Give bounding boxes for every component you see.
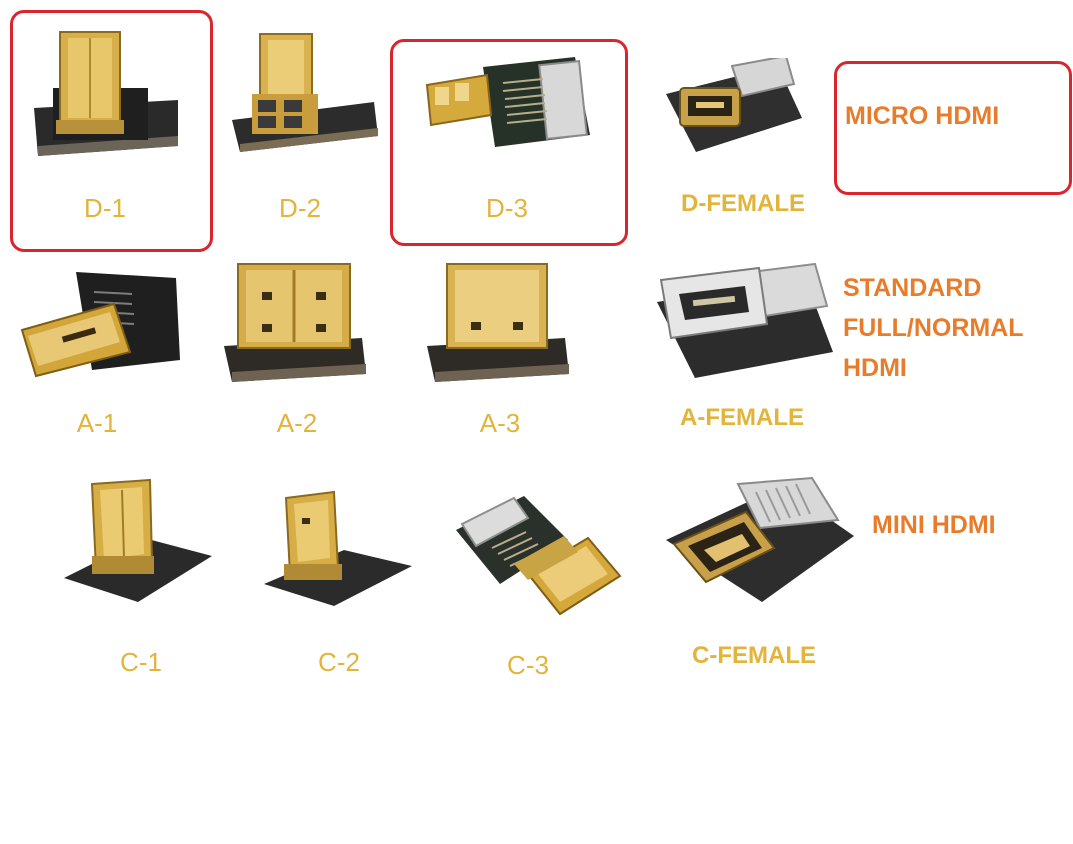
label-c2: C-2 <box>318 647 360 677</box>
label-a-female: A-FEMALE <box>680 404 804 431</box>
connector-c3 <box>448 488 623 618</box>
connector-c1 <box>62 478 217 603</box>
label-a3: A-3 <box>479 408 521 438</box>
highlight-box-d3 <box>390 39 628 246</box>
hdmi-straight-male-icon <box>20 272 180 378</box>
connector-a-female <box>655 262 835 382</box>
label-a2: A-2 <box>276 408 318 438</box>
label-a1: A-1 <box>76 408 118 438</box>
hdmi-vertical-male-icon <box>224 263 366 382</box>
connector-a3 <box>425 262 575 387</box>
category-micro-hdmi: MICRO HDMI <box>845 96 999 136</box>
label-c3: C-3 <box>507 650 549 680</box>
highlight-box-micro-hdmi <box>834 61 1072 195</box>
label-d3: D-3 <box>486 193 528 223</box>
connector-a1 <box>20 268 185 383</box>
connector-c2 <box>262 488 417 608</box>
connector-a2 <box>222 262 372 387</box>
label-c-female: C-FEMALE <box>692 642 816 669</box>
micro-hdmi-vertical-male-icon <box>232 33 378 152</box>
category-standard-hdmi: STANDARD FULL/NORMAL HDMI <box>843 268 1024 388</box>
category-line: HDMI <box>843 354 907 382</box>
label-d1: D-1 <box>84 193 126 223</box>
category-mini-hdmi: MINI HDMI <box>872 505 996 545</box>
label-d-female: D-FEMALE <box>681 190 805 217</box>
category-line: MICRO HDMI <box>845 102 1000 130</box>
connector-d2 <box>228 28 383 158</box>
micro-hdmi-vertical-male-icon <box>34 31 178 156</box>
label-d2: D-2 <box>279 193 321 223</box>
mini-hdmi-female-icon <box>666 476 854 602</box>
connector-d3 <box>425 55 595 155</box>
category-line: FULL/NORMAL <box>843 314 1024 342</box>
mini-hdmi-vertical-male-icon <box>64 478 212 602</box>
micro-hdmi-straight-male-icon <box>425 57 590 147</box>
connector-c-female <box>662 476 858 606</box>
mini-hdmi-vertical-male-icon <box>264 490 412 606</box>
label-c1: C-1 <box>120 647 162 677</box>
mini-hdmi-straight-male-icon <box>456 496 622 616</box>
category-line: STANDARD <box>843 274 982 302</box>
category-line: MINI HDMI <box>872 511 996 539</box>
connector-d1 <box>28 28 188 163</box>
hdmi-vertical-male-icon <box>427 263 569 382</box>
highlight-box-d1 <box>10 10 213 252</box>
connector-d-female <box>660 58 810 158</box>
hdmi-female-icon <box>657 262 833 378</box>
micro-hdmi-female-icon <box>666 58 802 152</box>
